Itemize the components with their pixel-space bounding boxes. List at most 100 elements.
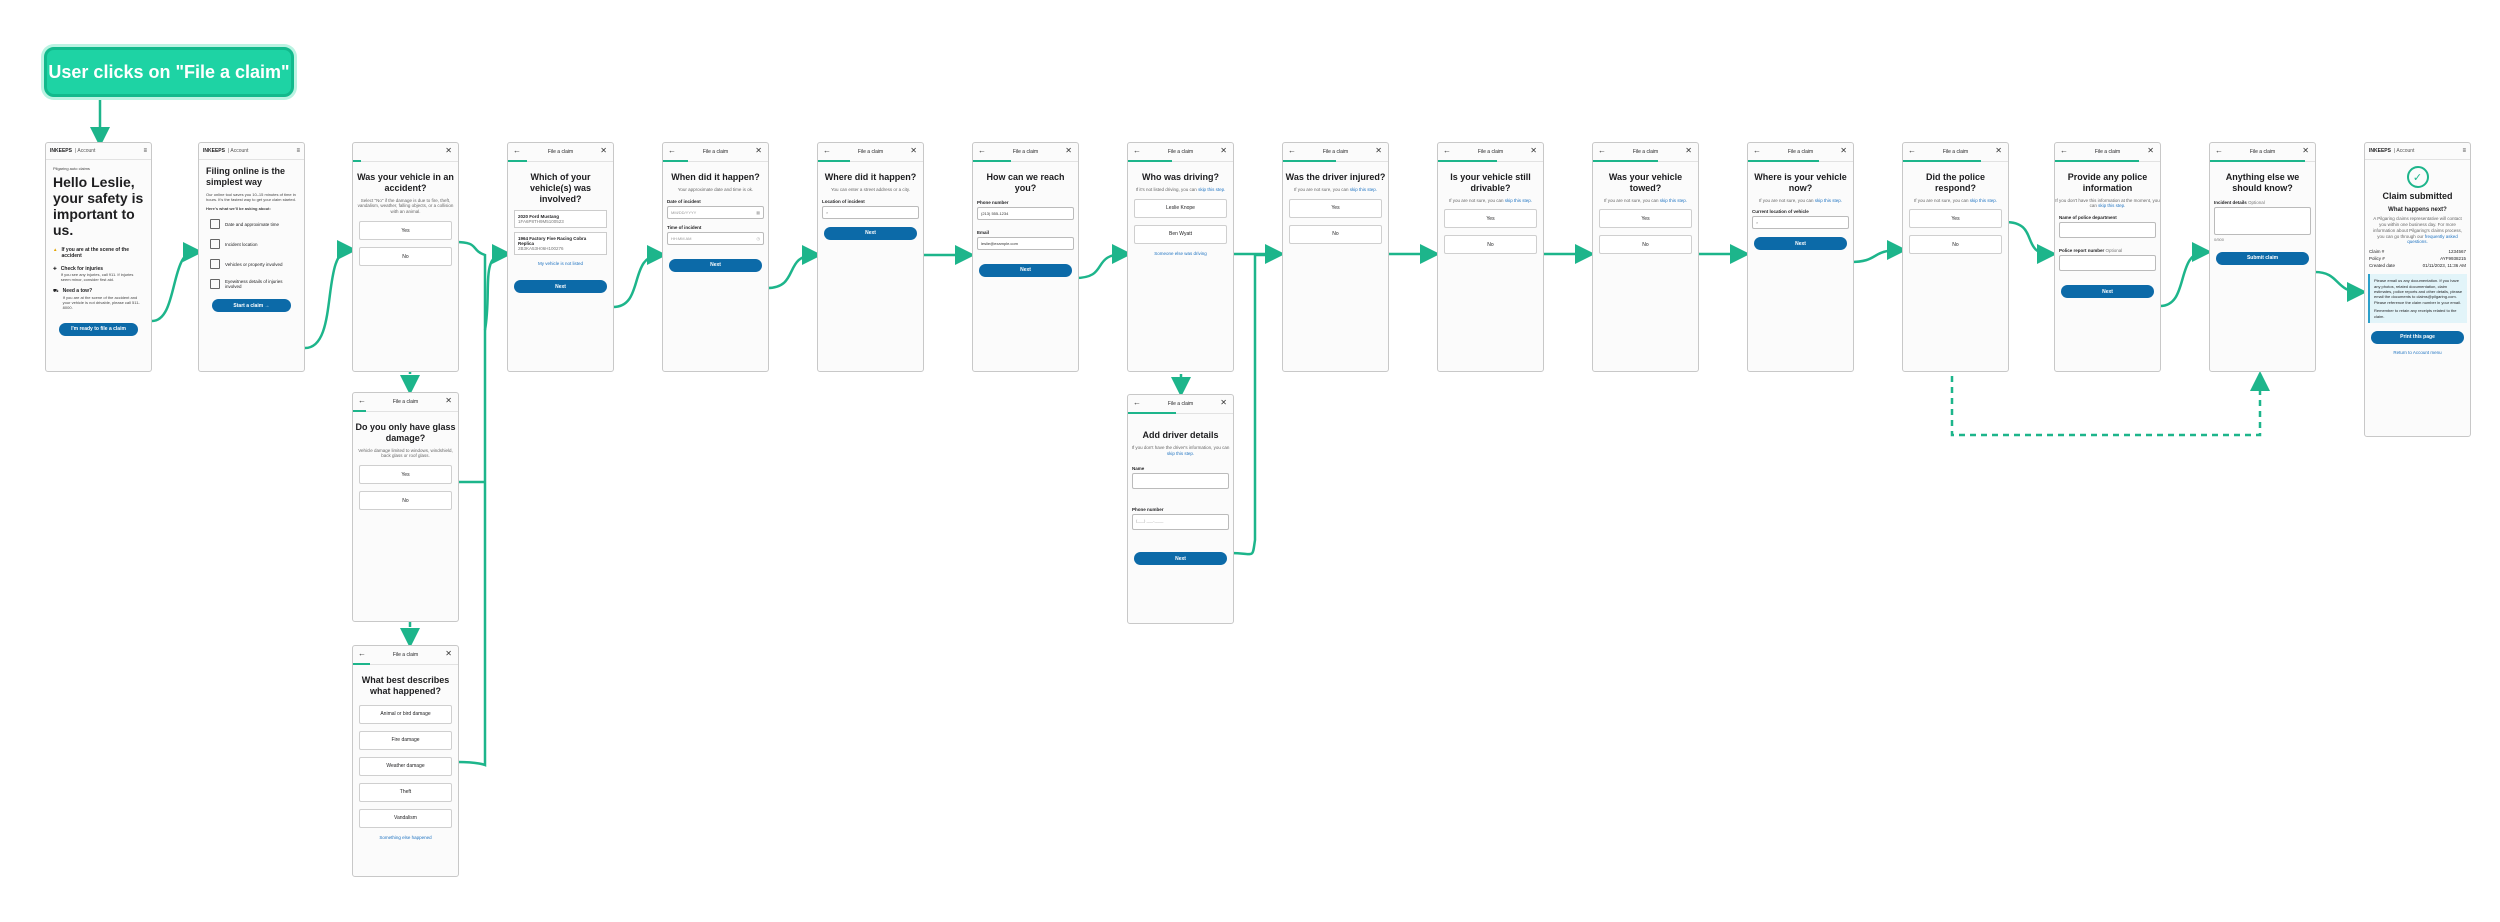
close-icon[interactable]: ✕ xyxy=(1375,146,1382,155)
details-textarea[interactable] xyxy=(2214,206,2311,235)
back-icon[interactable]: ← xyxy=(1133,398,1141,407)
details-label: Incident details Optional xyxy=(2214,199,2265,205)
date-field[interactable]: MM/DD/YYYY▦ xyxy=(667,205,764,219)
someone-else-link[interactable]: Someone else was driving xyxy=(1154,250,1207,256)
skip-link[interactable]: skip this step. xyxy=(1349,186,1378,192)
close-icon[interactable]: ✕ xyxy=(1840,146,1847,155)
option-weather[interactable]: Weather damage xyxy=(359,756,452,776)
skip-link[interactable]: skip this step. xyxy=(1198,186,1226,192)
print-button[interactable]: Print this page xyxy=(2371,330,2464,344)
hint: If you are not sure, you can skip this s… xyxy=(1603,197,1688,203)
close-icon[interactable]: ✕ xyxy=(1685,146,1692,155)
person-icon xyxy=(210,279,220,290)
yes-option[interactable]: Yes xyxy=(359,465,452,485)
report-input[interactable] xyxy=(2059,255,2156,272)
close-icon[interactable]: ✕ xyxy=(2147,146,2154,155)
return-link[interactable]: Return to Account menu xyxy=(2393,349,2442,355)
location-input[interactable]: ⌕ xyxy=(822,205,919,219)
something-else-link[interactable]: Something else happened xyxy=(379,834,432,840)
back-icon[interactable]: ← xyxy=(1288,146,1296,155)
back-icon[interactable]: ← xyxy=(2060,146,2068,155)
back-icon[interactable]: ← xyxy=(513,146,521,155)
option-fire[interactable]: Fire damage xyxy=(359,730,452,750)
yes-option[interactable]: Yes xyxy=(1289,198,1382,218)
yes-option[interactable]: Yes xyxy=(359,221,452,241)
yes-option[interactable]: Yes xyxy=(1909,209,2002,229)
menu-icon[interactable]: ≡ xyxy=(143,148,147,154)
skip-link[interactable]: skip this step. xyxy=(1659,197,1688,203)
skip-link[interactable]: skip this step. xyxy=(2098,203,2126,209)
back-icon[interactable]: ← xyxy=(1908,146,1916,155)
report-label: Police report number Optional xyxy=(2059,248,2123,254)
menu-icon[interactable]: ≡ xyxy=(2462,148,2466,154)
no-option[interactable]: No xyxy=(1599,235,1692,255)
back-icon[interactable]: ← xyxy=(1598,146,1606,155)
yes-option[interactable]: Yes xyxy=(1599,209,1692,229)
next-button[interactable]: Next xyxy=(2061,285,2154,299)
screen-anything-else: ←File a claim✕ Anything else we should k… xyxy=(2209,142,2316,372)
phone-input[interactable]: (213) 555-1234 xyxy=(977,206,1074,220)
next-button[interactable]: Next xyxy=(1134,552,1227,566)
back-icon[interactable]: ← xyxy=(1753,146,1761,155)
close-icon[interactable]: ✕ xyxy=(1220,398,1227,407)
close-icon[interactable]: ✕ xyxy=(1995,146,2002,155)
start-claim-button[interactable]: Start a claim → xyxy=(212,299,291,313)
close-icon[interactable]: ✕ xyxy=(1065,146,1072,155)
location-input[interactable]: ⌕ xyxy=(1752,216,1849,230)
no-option[interactable]: No xyxy=(1289,224,1382,244)
driver-option[interactable]: Ben Wyatt xyxy=(1134,224,1227,244)
close-icon[interactable]: ✕ xyxy=(1220,146,1227,155)
not-listed-link[interactable]: My vehicle is not listed xyxy=(537,261,584,267)
close-icon[interactable]: ✕ xyxy=(2302,146,2309,155)
page-title: Hello Leslie, your safety is important t… xyxy=(53,174,144,239)
option-animal[interactable]: Animal or bird damage xyxy=(359,704,452,724)
skip-link[interactable]: skip this step. xyxy=(1166,450,1195,456)
back-icon[interactable]: ← xyxy=(2215,146,2223,155)
close-icon[interactable]: ✕ xyxy=(910,146,917,155)
list-item: Incident location xyxy=(210,239,293,250)
back-icon[interactable]: ← xyxy=(358,396,366,405)
ready-to-file-button[interactable]: I'm ready to file a claim xyxy=(59,322,138,336)
back-icon[interactable]: ← xyxy=(1133,146,1141,155)
no-option[interactable]: No xyxy=(1444,235,1537,255)
skip-link[interactable]: skip this step. xyxy=(1969,197,1998,203)
back-icon[interactable]: ← xyxy=(978,146,986,155)
faq-link[interactable]: frequently asked questions. xyxy=(2407,233,2458,245)
next-button[interactable]: Next xyxy=(514,280,607,294)
email-input[interactable]: leslie@example.com xyxy=(977,236,1074,250)
back-icon[interactable]: ← xyxy=(823,146,831,155)
back-icon[interactable]: ← xyxy=(1443,146,1451,155)
skip-link[interactable]: skip this step. xyxy=(1814,197,1843,203)
skip-link[interactable]: skip this step. xyxy=(1504,197,1533,203)
next-button[interactable]: Next xyxy=(669,258,762,272)
next-button[interactable]: Next xyxy=(979,263,1072,277)
next-button[interactable]: Next xyxy=(824,226,917,240)
no-option[interactable]: No xyxy=(359,491,452,511)
no-option[interactable]: No xyxy=(359,247,452,267)
yes-option[interactable]: Yes xyxy=(1444,209,1537,229)
search-icon: ⌕ xyxy=(1756,220,1759,226)
close-icon[interactable]: ✕ xyxy=(445,146,452,155)
driver-option[interactable]: Leslie Knope xyxy=(1134,198,1227,218)
submit-claim-button[interactable]: Submit claim xyxy=(2216,251,2309,265)
close-icon[interactable]: ✕ xyxy=(1530,146,1537,155)
close-icon[interactable]: ✕ xyxy=(445,649,452,658)
policy-number-row: Policy #AYF9938215 xyxy=(2369,256,2466,262)
close-icon[interactable]: ✕ xyxy=(755,146,762,155)
phone-input[interactable]: (___) ___-____ xyxy=(1132,514,1229,531)
back-icon[interactable]: ← xyxy=(668,146,676,155)
no-option[interactable]: No xyxy=(1909,235,2002,255)
time-field[interactable]: HH:MM AM◷ xyxy=(667,231,764,245)
option-theft[interactable]: Theft xyxy=(359,782,452,802)
back-icon[interactable]: ← xyxy=(358,649,366,658)
menu-icon[interactable]: ≡ xyxy=(296,148,300,154)
department-input[interactable] xyxy=(2059,222,2156,239)
close-icon[interactable]: ✕ xyxy=(445,396,452,405)
next-button[interactable]: Next xyxy=(1754,237,1847,251)
option-vandalism[interactable]: Vandalism xyxy=(359,808,452,828)
name-input[interactable] xyxy=(1132,473,1229,490)
close-icon[interactable]: ✕ xyxy=(600,146,607,155)
